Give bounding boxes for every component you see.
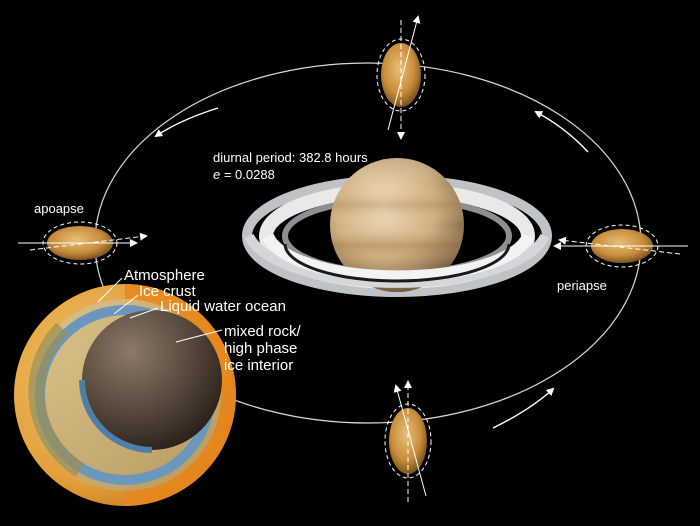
eccentricity-label: e = 0.0288 xyxy=(213,167,275,182)
orbit-direction-arrows xyxy=(154,107,589,429)
titan-periapse-tilt xyxy=(558,236,681,255)
apoapse-label: apoapse xyxy=(34,201,84,216)
leader-atmosphere xyxy=(97,277,123,303)
titan-top-axis xyxy=(387,15,421,131)
core-rim xyxy=(79,379,153,453)
titan-bottom xyxy=(384,380,432,502)
core-label-line3: ice interior xyxy=(224,357,293,374)
interior-leader-lines xyxy=(97,277,223,343)
titan-bottom-axis xyxy=(393,384,427,497)
ocean-label: Liquid water ocean xyxy=(160,298,286,315)
saturn-bands xyxy=(330,158,464,292)
core-label-line1: mixed rock/ xyxy=(224,323,302,340)
ice-crust-label: Ice crust xyxy=(139,283,197,300)
saturn-ring-front xyxy=(244,233,550,288)
titan-periapse xyxy=(553,224,688,268)
titan-interior-cutaway xyxy=(14,284,236,506)
periapse-label: periapse xyxy=(557,278,607,293)
direction-arrow-top-right xyxy=(534,111,589,153)
core-layer xyxy=(82,310,222,450)
crust-band xyxy=(28,322,85,477)
titan-top-disk xyxy=(381,43,421,107)
titan-apoapse xyxy=(18,221,148,265)
saturn xyxy=(242,158,552,297)
saturn-ring-shadow xyxy=(283,243,511,283)
titan-top xyxy=(376,15,426,140)
core-label-line2: high phase xyxy=(224,340,297,357)
leader-core xyxy=(175,329,223,343)
leader-ocean xyxy=(129,307,159,319)
diurnal-period-label: diurnal period: 382.8 hours xyxy=(213,150,368,165)
direction-arrow-bottom-right xyxy=(492,387,555,429)
direction-arrow-top-left xyxy=(154,107,219,138)
leader-ice-crust xyxy=(113,294,139,315)
saturn-ring-front-inner xyxy=(262,233,534,283)
titan-apoapse-tilt xyxy=(29,232,148,251)
atmosphere-label: Atmosphere xyxy=(124,267,205,284)
